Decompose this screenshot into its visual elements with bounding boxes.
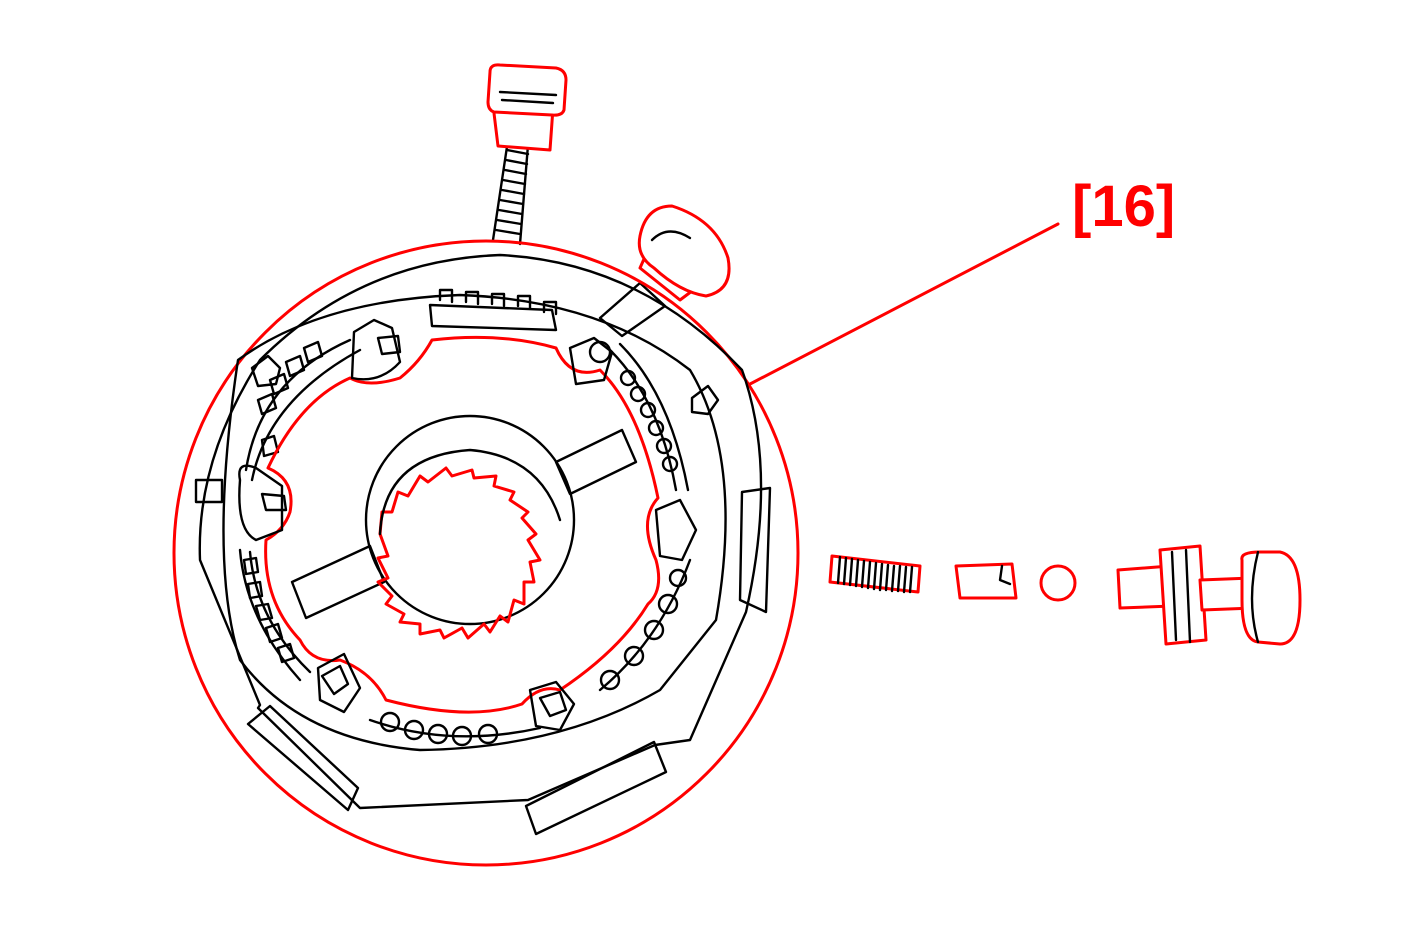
hex-nut-right [690,384,720,416]
hub-slot-lower [290,544,386,620]
main-housing [172,239,800,867]
screw-head [486,63,568,117]
detent-plunger [954,562,1018,600]
clamp-block-bottom-left [246,704,360,812]
detent-ball [1039,564,1077,602]
housing-outer-rim [172,239,800,867]
cap-screw-top [486,63,568,246]
spline-hub [290,414,638,640]
cam-ring [238,318,698,732]
clamp-block-bottom-right [524,740,668,836]
callout-label-16: [16] [1072,174,1176,239]
hex-nut-left [250,354,282,388]
leader-line [748,222,1060,386]
hub-spline-teeth [376,466,542,640]
detent-knob [1116,544,1302,646]
housing-inner-step [222,293,727,752]
housing-notch [194,478,224,504]
hub-slot-upper [554,428,638,496]
callout-leader [748,222,1060,386]
detent-spring [828,554,922,594]
cam-ring-outline [264,335,661,714]
bearing-race [238,288,692,747]
clamp-block-right [738,486,772,614]
hub-outer [364,414,576,626]
screw-thread [491,138,530,246]
housing-face-outline [198,253,763,810]
